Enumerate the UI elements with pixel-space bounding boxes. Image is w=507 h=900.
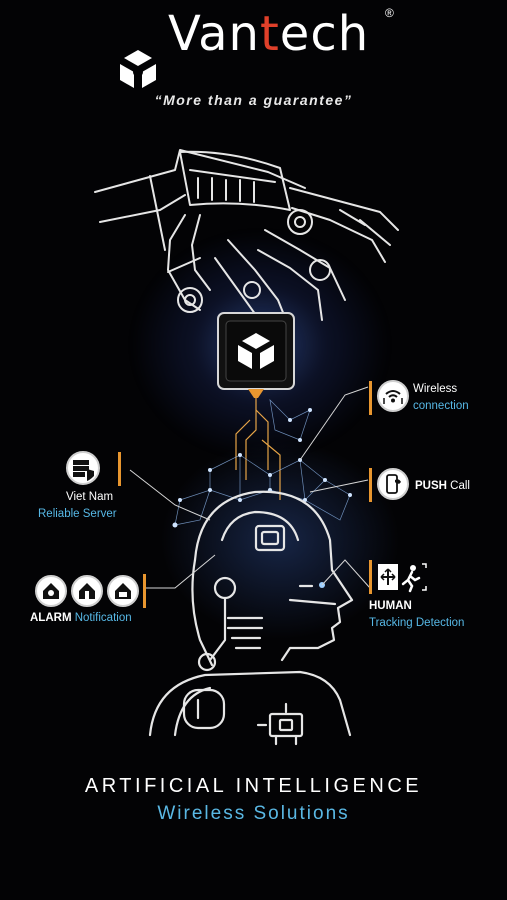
callout-bar: [369, 468, 372, 502]
server-shield-icon: [66, 451, 100, 485]
home-alarm-icon: [107, 575, 139, 607]
circuit-lines: [235, 398, 281, 500]
registered-mark: ®: [385, 6, 394, 20]
server-subtitle: Reliable Server: [38, 508, 117, 520]
footer-subtitle: Wireless Solutions: [157, 803, 350, 824]
callout-bar: [369, 381, 372, 415]
network-nodes: [172, 408, 352, 588]
brand-tagline: “More than a guarantee”: [154, 92, 353, 108]
human-subtitle: Tracking Detection: [369, 617, 465, 629]
callout-bar: [118, 452, 121, 486]
running-person-icon: [377, 560, 429, 594]
wireless-title: Wireless: [413, 383, 458, 395]
callout-leaders: [129, 386, 371, 589]
callout-bar: [369, 560, 372, 594]
vantech-logo-icon: [120, 50, 156, 88]
phone-call-icon: [377, 468, 409, 500]
robot-head-icon: [148, 490, 354, 746]
callout-bar: [143, 574, 146, 608]
footer-title: ARTIFICIAL INTELLIGENCE: [84, 775, 423, 797]
home-alarm-icon: [35, 575, 67, 607]
wifi-icon: [377, 380, 409, 412]
home-alarm-icon: [71, 575, 103, 607]
push-title: PUSH Call: [415, 480, 470, 492]
wireless-subtitle: connection: [413, 400, 469, 412]
network-mesh: [174, 398, 351, 526]
brand-name: Vantech: [168, 6, 370, 62]
human-title: HUMAN: [369, 600, 412, 612]
ai-chip: [217, 312, 295, 398]
server-title: Viet Nam: [66, 491, 114, 503]
alarm-title: ALARM Notification: [30, 612, 132, 624]
